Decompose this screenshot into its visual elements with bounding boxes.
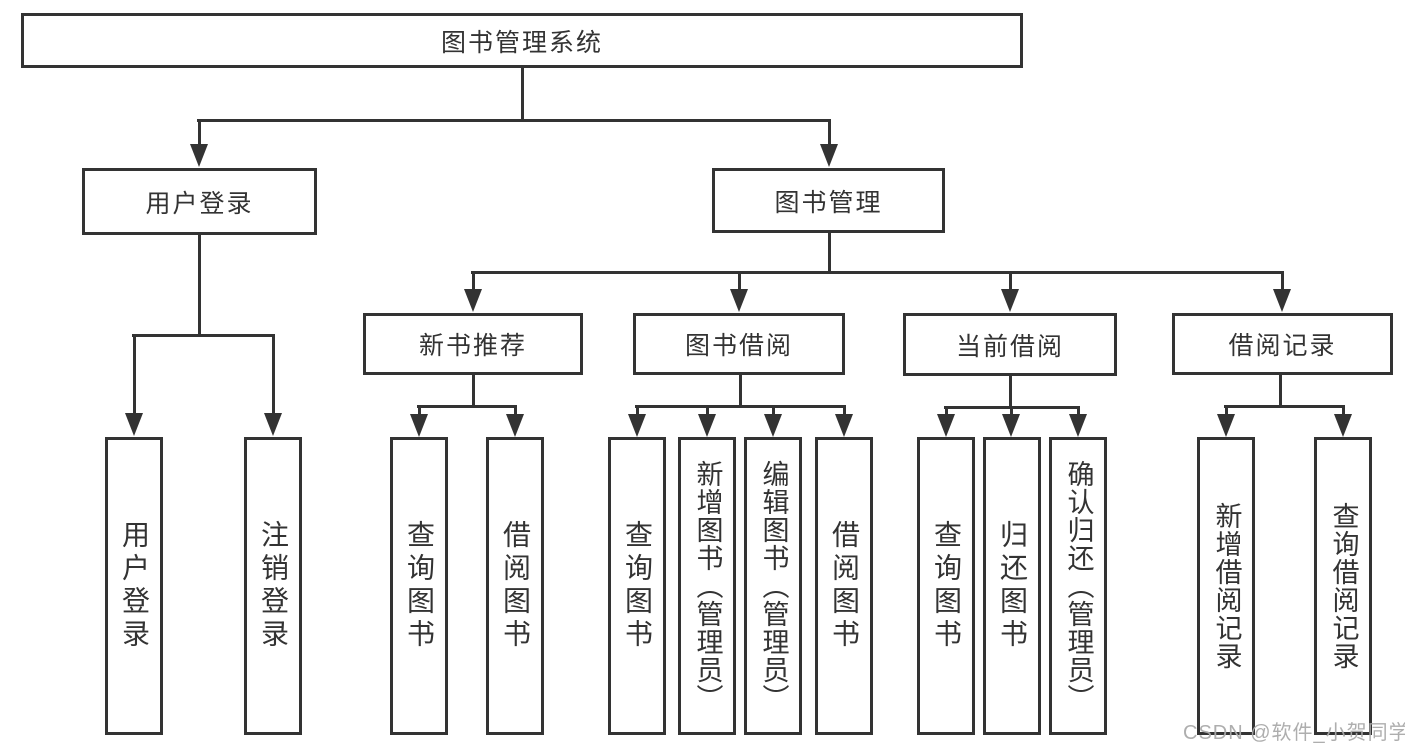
leaf-label: 新增借阅记录 <box>1211 502 1242 670</box>
csdn-watermark: CSDN @软件_小贺同学 <box>1183 722 1405 744</box>
arrow-down-icon <box>506 414 524 437</box>
leaf-edit-books-admin: 编辑图书（管理员） <box>744 437 802 735</box>
connector-vline <box>827 233 831 273</box>
arrow-down-icon <box>1069 414 1087 437</box>
connector-hline <box>471 270 1284 274</box>
leaf-return-books: 归还图书 <box>983 437 1041 735</box>
leaf-query-books-borrow: 查询图书 <box>608 437 666 735</box>
connector-vline <box>417 405 421 419</box>
connector-vline <box>1280 271 1284 293</box>
leaf-confirm-return-admin: 确认归还（管理员） <box>1049 437 1107 735</box>
node-new-book-recommend-label: 新书推荐 <box>418 332 527 360</box>
leaf-label: 注销登录 <box>258 520 289 652</box>
node-current-borrow: 当前借阅 <box>903 313 1117 376</box>
connector-vline <box>1009 406 1013 419</box>
connector-hline <box>132 333 275 337</box>
connector-hline <box>1224 404 1345 408</box>
connector-hline <box>635 404 846 408</box>
connector-vline <box>771 405 775 419</box>
connector-hline <box>197 118 831 122</box>
arrow-down-icon <box>764 414 782 437</box>
arrow-down-icon <box>730 289 748 312</box>
leaf-logout: 注销登录 <box>244 437 302 735</box>
node-borrow-records-label: 借阅记录 <box>1228 332 1337 360</box>
leaf-label: 查询图书 <box>931 520 962 652</box>
connector-vline <box>944 406 948 419</box>
arrow-down-icon <box>698 414 716 437</box>
node-user-login-label: 用户登录 <box>145 189 254 218</box>
leaf-label: 查询图书 <box>404 520 435 652</box>
leaf-label: 新增图书（管理员） <box>692 460 723 712</box>
leaf-add-borrow-record: 新增借阅记录 <box>1197 437 1255 735</box>
arrow-down-icon <box>1002 414 1020 437</box>
node-book-management-label: 图书管理 <box>774 188 883 217</box>
connector-vline <box>635 405 639 419</box>
connector-vline <box>738 375 742 406</box>
arrow-down-icon <box>125 413 143 436</box>
arrow-down-icon <box>190 144 208 167</box>
connector-vline <box>197 119 201 149</box>
leaf-borrow-books: 借阅图书 <box>815 437 873 735</box>
leaf-label: 确认归还（管理员） <box>1063 460 1094 712</box>
arrow-down-icon <box>264 413 282 436</box>
leaf-add-books-admin: 新增图书（管理员） <box>678 437 736 735</box>
arrow-down-icon <box>410 414 428 437</box>
connector-hline <box>417 404 517 408</box>
arrow-down-icon <box>628 414 646 437</box>
arrow-down-icon <box>835 414 853 437</box>
node-current-borrow-label: 当前借阅 <box>955 332 1064 361</box>
node-new-book-recommend: 新书推荐 <box>363 313 583 375</box>
connector-vline <box>737 271 741 293</box>
arrow-down-icon <box>464 289 482 312</box>
connector-vline <box>271 334 275 416</box>
node-root-label: 图书管理系统 <box>440 28 603 57</box>
arrow-down-icon <box>1273 289 1291 312</box>
connector-vline <box>132 334 136 416</box>
leaf-label: 编辑图书（管理员） <box>758 460 789 712</box>
leaf-query-books-current: 查询图书 <box>917 437 975 735</box>
leaf-query-books-recommend: 查询图书 <box>390 437 448 735</box>
connector-vline <box>197 235 201 335</box>
connector-vline <box>1008 376 1012 407</box>
connector-vline <box>1224 405 1228 419</box>
arrow-down-icon <box>937 414 955 437</box>
connector-vline <box>471 271 475 293</box>
leaf-label: 借阅图书 <box>500 520 531 652</box>
leaf-label: 用户登录 <box>119 520 150 652</box>
leaf-user-login: 用户登录 <box>105 437 163 735</box>
node-user-login: 用户登录 <box>82 168 317 235</box>
node-book-borrow: 图书借阅 <box>633 313 845 375</box>
connector-vline <box>471 375 475 406</box>
arrow-down-icon <box>1001 289 1019 312</box>
connector-vline <box>1278 375 1282 406</box>
node-borrow-records: 借阅记录 <box>1172 313 1393 375</box>
connector-vline <box>705 405 709 419</box>
connector-vline <box>1341 405 1345 419</box>
connector-vline <box>827 119 831 149</box>
leaf-label: 查询图书 <box>622 520 653 652</box>
connector-vline <box>520 67 524 121</box>
arrow-down-icon <box>1334 414 1352 437</box>
leaf-label: 查询借阅记录 <box>1328 502 1359 670</box>
leaf-query-borrow-record: 查询借阅记录 <box>1314 437 1372 735</box>
leaf-borrow-books-recommend: 借阅图书 <box>486 437 544 735</box>
connector-vline <box>513 405 517 419</box>
connector-vline <box>1076 406 1080 419</box>
arrow-down-icon <box>820 144 838 167</box>
leaf-label: 借阅图书 <box>829 520 860 652</box>
leaf-label: 归还图书 <box>997 520 1028 652</box>
connector-vline <box>1008 271 1012 293</box>
node-root: 图书管理系统 <box>21 13 1023 68</box>
arrow-down-icon <box>1217 414 1235 437</box>
connector-vline <box>842 405 846 419</box>
node-book-borrow-label: 图书借阅 <box>684 332 793 360</box>
node-book-management: 图书管理 <box>712 168 945 233</box>
